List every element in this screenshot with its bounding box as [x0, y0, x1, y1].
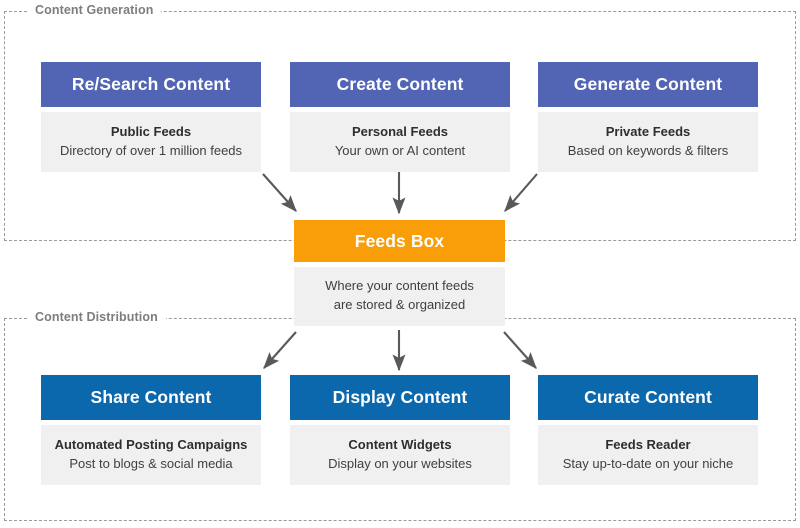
card-research-content[interactable]: Re/Search Content Public Feeds Directory… — [41, 62, 261, 172]
section-generation-label: Content Generation — [27, 3, 162, 17]
card-research-header: Re/Search Content — [41, 62, 261, 107]
section-distribution-label: Content Distribution — [27, 310, 166, 324]
card-display-header: Display Content — [290, 375, 510, 420]
card-research-body-sub: Directory of over 1 million feeds — [59, 143, 243, 158]
card-feeds-box-header: Feeds Box — [294, 220, 505, 262]
card-generate-body-title: Private Feeds — [605, 124, 691, 139]
card-feeds-box[interactable]: Feeds Box Where your content feeds are s… — [294, 220, 505, 326]
card-share-body: Automated Posting Campaigns Post to blog… — [41, 425, 261, 485]
card-research-body: Public Feeds Directory of over 1 million… — [41, 112, 261, 172]
card-curate-body-sub: Stay up-to-date on your niche — [562, 456, 734, 471]
card-share-content[interactable]: Share Content Automated Posting Campaign… — [41, 375, 261, 485]
card-generate-header: Generate Content — [538, 62, 758, 107]
card-share-body-sub: Post to blogs & social media — [69, 456, 233, 471]
card-create-body: Personal Feeds Your own or AI content — [290, 112, 510, 172]
card-create-content[interactable]: Create Content Personal Feeds Your own o… — [290, 62, 510, 172]
card-share-body-title: Automated Posting Campaigns — [54, 437, 248, 452]
card-share-header: Share Content — [41, 375, 261, 420]
card-research-body-title: Public Feeds — [110, 124, 192, 139]
card-generate-body-sub: Based on keywords & filters — [567, 143, 729, 158]
card-display-body-sub: Display on your websites — [328, 456, 472, 471]
card-generate-body: Private Feeds Based on keywords & filter… — [538, 112, 758, 172]
card-curate-body-title: Feeds Reader — [605, 437, 691, 452]
card-curate-header: Curate Content — [538, 375, 758, 420]
card-display-body-title: Content Widgets — [348, 437, 452, 452]
card-feeds-box-body: Where your content feeds are stored & or… — [294, 267, 505, 326]
card-curate-content[interactable]: Curate Content Feeds Reader Stay up-to-d… — [538, 375, 758, 485]
card-display-content[interactable]: Display Content Content Widgets Display … — [290, 375, 510, 485]
card-create-body-title: Personal Feeds — [351, 124, 449, 139]
card-feeds-box-body-line2: are stored & organized — [333, 297, 466, 312]
card-curate-body: Feeds Reader Stay up-to-date on your nic… — [538, 425, 758, 485]
card-create-body-sub: Your own or AI content — [334, 143, 466, 158]
card-feeds-box-body-line1: Where your content feeds — [325, 278, 474, 293]
card-display-body: Content Widgets Display on your websites — [290, 425, 510, 485]
card-create-header: Create Content — [290, 62, 510, 107]
card-generate-content[interactable]: Generate Content Private Feeds Based on … — [538, 62, 758, 172]
